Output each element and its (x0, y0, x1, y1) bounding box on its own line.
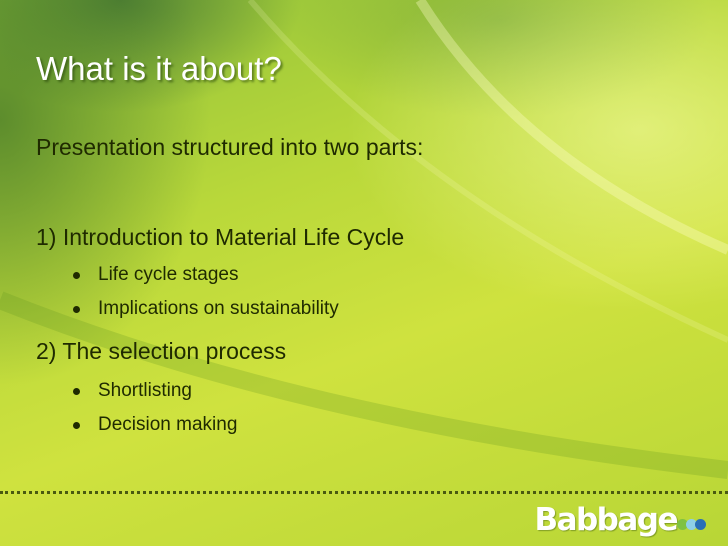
bullet-dot-icon (73, 306, 80, 313)
part-1-bullet-list: Life cycle stages Implications on sustai… (70, 258, 339, 326)
bullet-item: Shortlisting (70, 374, 237, 408)
logo-text: Babbage (534, 502, 678, 538)
logo-dots-icon (677, 518, 706, 530)
bullet-dot-icon (73, 422, 80, 429)
bullet-item: Decision making (70, 408, 237, 442)
bullet-item: Life cycle stages (70, 258, 339, 292)
babbage-logo: Babbage (534, 499, 706, 541)
bullet-item: Implications on sustainability (70, 292, 339, 326)
bullet-text: Shortlisting (98, 380, 192, 401)
logo-dot-blue (695, 518, 706, 530)
bullet-text: Life cycle stages (98, 264, 239, 285)
bullet-dot-icon (73, 272, 80, 279)
part-1-heading: 1) Introduction to Material Life Cycle (36, 224, 405, 250)
logo-dot-lightblue (686, 518, 697, 530)
bullet-text: Implications on sustainability (98, 298, 339, 319)
bullet-dot-icon (73, 388, 80, 395)
part-2-heading: 2) The selection process (36, 338, 287, 364)
part-2-bullet-list: Shortlisting Decision making (70, 374, 237, 442)
logo-dot-green (677, 518, 688, 530)
intro-text: Presentation structured into two parts: (36, 134, 424, 160)
bullet-text: Decision making (98, 414, 238, 435)
footer-divider (0, 491, 728, 494)
slide-title: What is it about? (36, 50, 282, 87)
